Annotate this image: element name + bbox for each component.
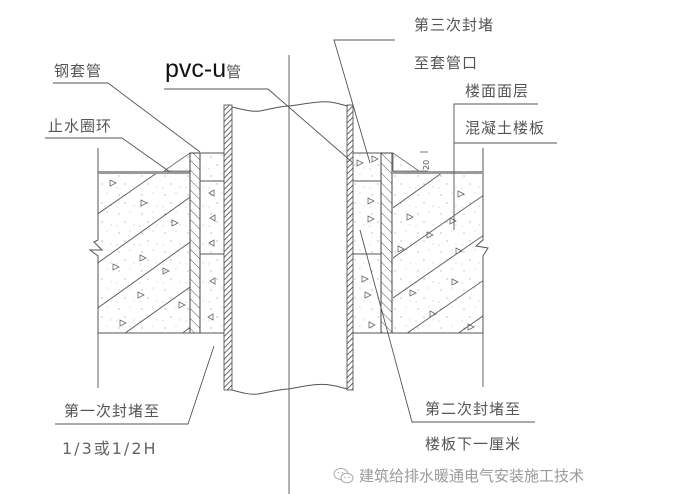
- label-pvc-u-pipe: pvc-u管: [165, 55, 242, 84]
- label-water-stop-ring: 止水圈环: [48, 117, 113, 135]
- label-concrete-slab: 混凝土楼板: [465, 119, 546, 137]
- wechat-icon: [333, 467, 354, 483]
- pipe-break-bottom: [231, 383, 348, 395]
- water-stop-ring-fill-right: [392, 152, 421, 172]
- dimension-text: 20: [422, 160, 431, 170]
- label-first-seal-line2: 1/3或1/2H: [62, 439, 158, 458]
- water-stop-ring-fill-left: [162, 152, 191, 172]
- steel-sleeve-right: [380, 152, 393, 334]
- aggregate-marks-right: [397, 190, 475, 331]
- label-first-seal-line1: 第一次封堵至: [64, 402, 161, 420]
- label-floor-finish: 楼面面层: [465, 82, 530, 100]
- steel-sleeve-left: [189, 152, 201, 334]
- pvc-u-pipe: [223, 101, 354, 395]
- concrete-slab-left: [88, 150, 190, 334]
- aggregate-marks-left: [109, 179, 186, 327]
- label-pvc-u-prefix: pvc-u: [165, 55, 227, 83]
- pipe-break-top: [231, 101, 348, 112]
- finish-layer-dimension: 20: [420, 151, 431, 172]
- pipe-wall-right: [346, 104, 354, 391]
- watermark-text: 建筑给排水暖通电气安装施工技术: [359, 467, 585, 485]
- label-pvc-u-suffix: 管: [226, 63, 243, 81]
- seal-fill-left: [190, 152, 224, 334]
- concrete-slab-right: [393, 143, 489, 334]
- label-third-seal-line2: 至套管口: [414, 54, 479, 72]
- label-third-seal-line1: 第三次封堵: [414, 16, 495, 34]
- slab-left-hatch: [98, 174, 190, 333]
- label-steel-sleeve: 钢套管: [54, 62, 103, 80]
- seal-fill-right: [352, 152, 393, 334]
- leader-lines: [45, 39, 557, 425]
- pipe-wall-left: [223, 104, 233, 391]
- label-second-seal-line1: 第二次封堵至: [425, 400, 522, 418]
- watermark: 建筑给排水暖通电气安装施工技术: [333, 465, 584, 486]
- label-second-seal-line2: 楼板下一厘米: [425, 435, 522, 453]
